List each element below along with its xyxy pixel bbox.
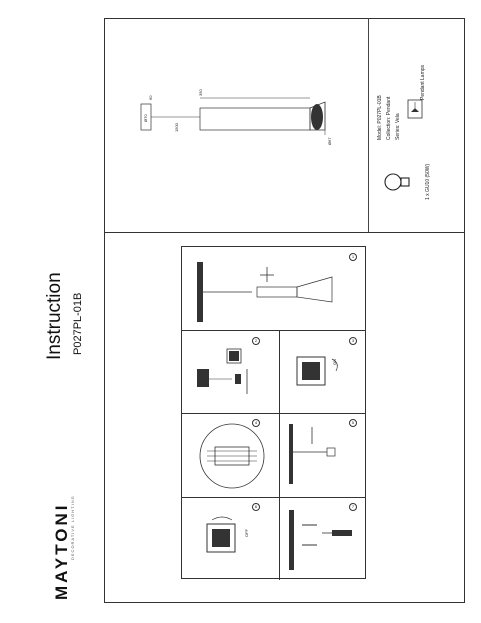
brand-tagline: DECORATIVE LIGHTING xyxy=(70,495,75,560)
dim-cable: 1500 xyxy=(174,123,179,132)
step-3-number: 3 xyxy=(349,337,357,345)
step-6-off-label: OFF xyxy=(244,529,249,537)
dim-length: 350 xyxy=(198,89,203,96)
steps-row-divider-1 xyxy=(182,330,365,331)
page-frame xyxy=(104,18,465,603)
step-3-on-label: ON xyxy=(332,359,337,365)
product-series: Series: Vela xyxy=(395,113,401,140)
dim-cap: 60 xyxy=(148,95,153,100)
steps-column-divider xyxy=(279,330,280,580)
document-model-code: P027PL-01B xyxy=(72,292,84,355)
product-category: Pendant Lamps xyxy=(420,64,426,100)
info-column-divider xyxy=(368,18,369,232)
step-3-switch-on xyxy=(296,356,338,386)
product-model: Model: P027PL-01B xyxy=(377,95,383,140)
bulb-spec: 1 x GU10 (50W) xyxy=(425,163,431,200)
step-5-number: 5 xyxy=(349,419,357,427)
dim-height: Ø67 xyxy=(327,137,332,145)
step-6-number: 6 xyxy=(252,503,260,511)
step-7-illustration xyxy=(289,510,352,570)
installation-steps: 1 2 3 ON 4 5 6 xyxy=(181,246,366,580)
step-4-illustration xyxy=(199,423,265,489)
document-title: Instruction xyxy=(44,272,65,360)
bulb-icon xyxy=(384,173,410,191)
steps-row-divider-2 xyxy=(182,413,365,414)
steps-row-divider-3 xyxy=(182,497,365,498)
step-6-switch-off xyxy=(206,516,236,553)
dim-diameter: Ø70 xyxy=(143,114,148,122)
step-5-illustration xyxy=(289,424,336,484)
pendant-lamp-icon xyxy=(407,99,423,119)
step-1-number: 1 xyxy=(349,253,357,261)
step-7-number: 7 xyxy=(349,503,357,511)
step-4-number: 4 xyxy=(252,419,260,427)
step-2-number: 2 xyxy=(252,337,260,345)
brand-logo: MAYTONI xyxy=(52,502,71,600)
dimension-drawing xyxy=(140,97,326,135)
step-2-illustration xyxy=(197,348,248,394)
product-collection: Collection: Pendant xyxy=(386,96,392,140)
section-divider xyxy=(104,232,465,233)
step-1-illustration xyxy=(197,262,333,322)
